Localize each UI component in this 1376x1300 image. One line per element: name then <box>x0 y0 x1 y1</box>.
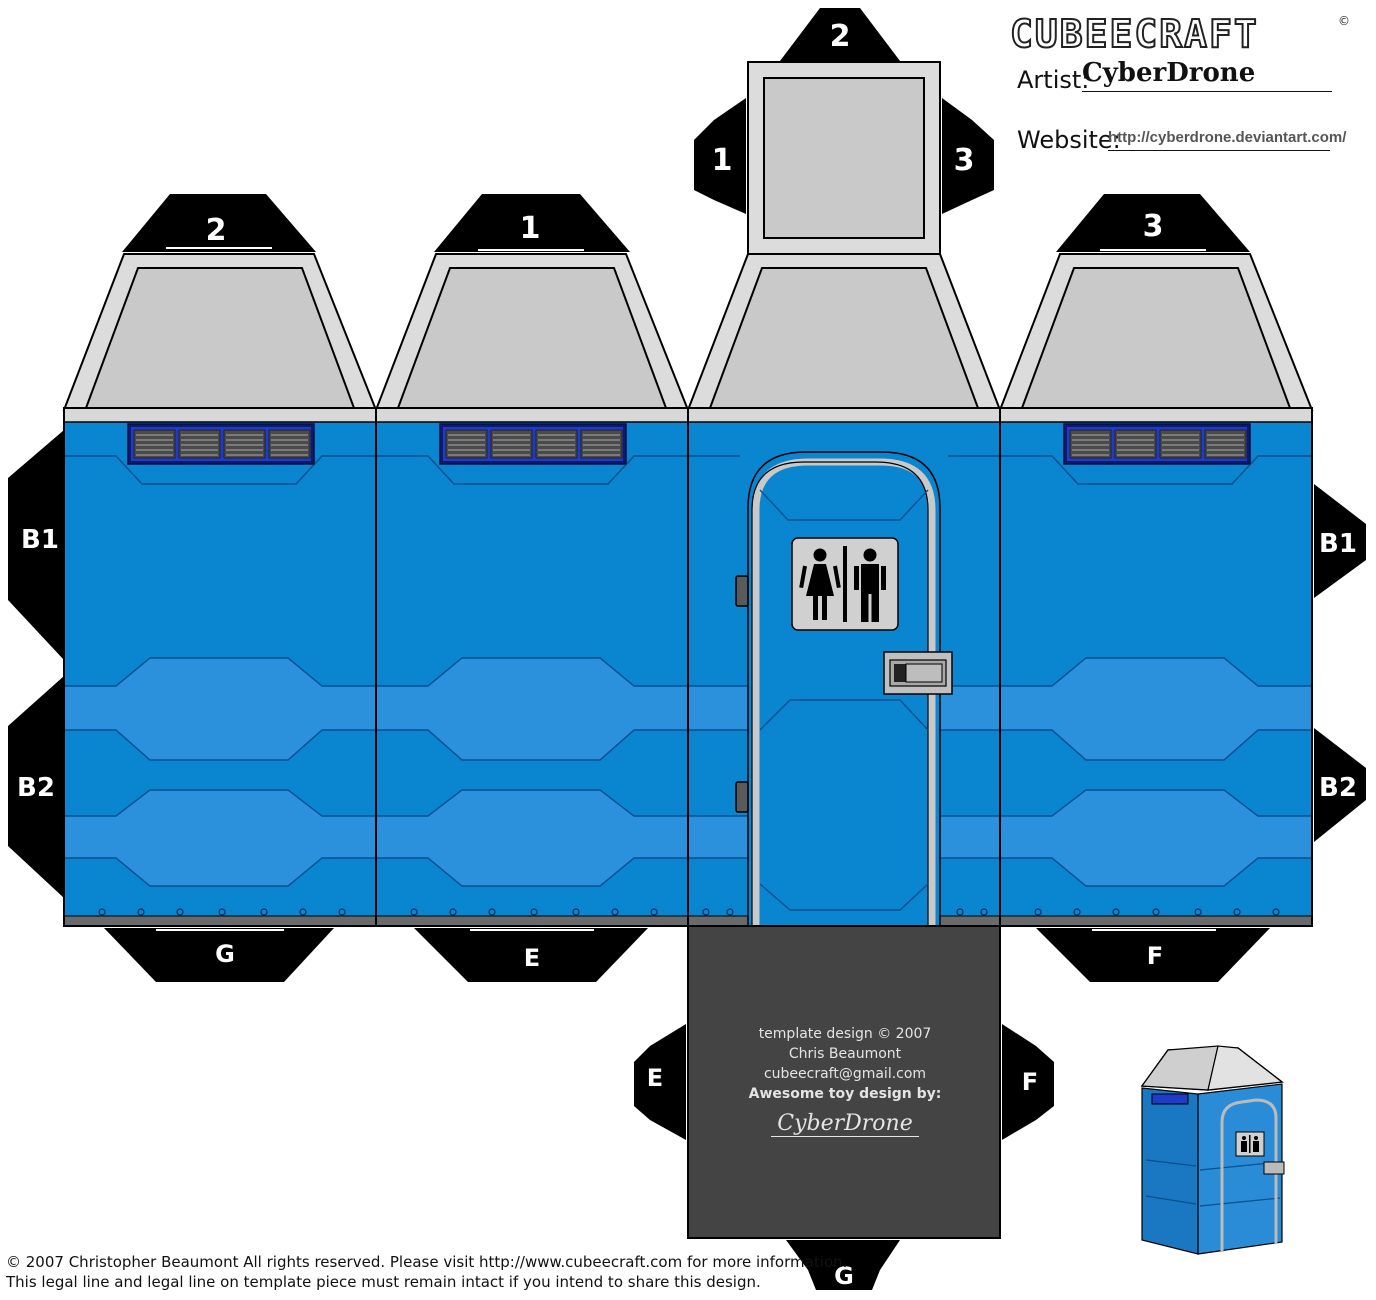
door-hinge-icon <box>735 575 749 607</box>
cubeecraft-logo: CUBEECRAFT <box>1009 11 1259 57</box>
tab-label-left-b2: B2 <box>17 773 55 803</box>
wall-panels <box>63 407 1313 927</box>
tab-label-panel1-bottom: G <box>215 940 235 968</box>
credit-signature: CyberDrone <box>771 1113 919 1137</box>
website-link[interactable]: http://cyberdrone.deviantart.com/ <box>1108 129 1346 151</box>
roof-cap <box>747 61 941 255</box>
tab-label-base-right: F <box>1022 1068 1038 1096</box>
bottom-tabs <box>104 928 1270 982</box>
tab-labels: 2 1 3 2 1 3 B1 B2 B1 B2 G E F E F G <box>17 19 1357 1290</box>
credit-line-author: Chris Beaumont <box>788 1046 902 1062</box>
vent-grille-icon <box>439 423 627 465</box>
tab-label-panel2-top: 1 <box>520 211 541 246</box>
roof-cap-tabs <box>694 8 994 214</box>
base-credits: template design © 2007 Chris Beaumont cu… <box>690 1024 1000 1137</box>
door-hinge-icon <box>735 781 749 813</box>
website-label: Website: <box>1017 126 1121 154</box>
artist-label: Artist: <box>1017 66 1090 94</box>
base-tabs <box>634 1024 1054 1290</box>
roof-panels <box>62 253 1314 411</box>
tab-label-base-bottom: G <box>834 1262 854 1290</box>
credit-line-email: cubeecraft@gmail.com <box>763 1066 927 1082</box>
tab-label-panel1-top: 2 <box>206 213 227 248</box>
legal-line-2: This legal line and legal line on templa… <box>6 1273 761 1291</box>
tab-label-left-b1: B1 <box>21 525 59 555</box>
copyright-mark: © <box>1338 14 1350 28</box>
side-tabs <box>8 430 1366 898</box>
door <box>735 451 953 926</box>
vent-grille-icon <box>1063 423 1251 465</box>
top-tabs <box>122 194 1250 252</box>
tab-label-right-b2: B2 <box>1319 773 1357 803</box>
restroom-sign-icon <box>791 537 899 631</box>
tab-label-roof-right: 3 <box>954 143 975 178</box>
legal-line-1: © 2007 Christopher Beaumont All rights r… <box>6 1253 848 1271</box>
tab-label-panel2-bottom: E <box>524 944 540 972</box>
artist-name: CyberDrone <box>1082 58 1332 92</box>
tab-label-roof-top: 2 <box>830 19 851 54</box>
tab-label-base-left: E <box>647 1064 663 1092</box>
assembled-preview <box>1140 1045 1285 1255</box>
tab-label-roof-left: 1 <box>712 143 733 178</box>
tab-label-panel4-top: 3 <box>1143 209 1164 244</box>
door-latch-icon <box>883 651 953 695</box>
vent-grille-icon <box>127 423 315 465</box>
base-panel <box>687 925 1001 1239</box>
tab-label-panel4-bottom: F <box>1147 942 1163 970</box>
tab-label-right-b1: B1 <box>1319 529 1357 559</box>
credit-line-toy-design: Awesome toy design by: <box>748 1086 942 1102</box>
credit-line-design: template design © 2007 <box>758 1026 932 1042</box>
